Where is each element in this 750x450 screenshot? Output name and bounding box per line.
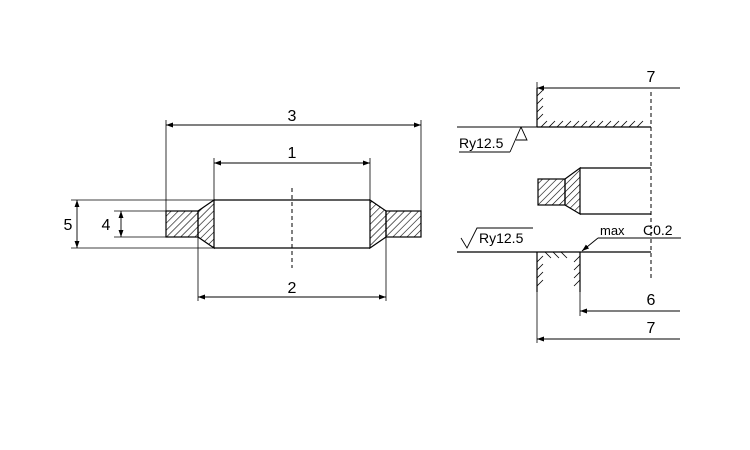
dimension-label-4: 4 [102, 217, 111, 234]
roughness-label-bottom: Ry12.5 [479, 230, 524, 246]
right-chamfer-section [369, 198, 387, 250]
dimension-label-2: 2 [288, 280, 297, 297]
left-chamfer-section [197, 198, 215, 250]
detail-washer-flange [537, 178, 566, 206]
bottom-plate-hatch [536, 251, 581, 287]
chamfer-callout: max C0.2 [581, 222, 681, 252]
dimension-label-7-top: 7 [647, 69, 656, 86]
dimension-label-6: 6 [647, 292, 656, 309]
max-label: max [600, 223, 625, 238]
left-flange-section [165, 210, 199, 238]
dimension-label-3: 3 [288, 108, 297, 125]
roughness-label-top: Ry12.5 [459, 135, 504, 151]
roughness-symbol-top: Ry12.5 [457, 126, 537, 153]
mounting-detail-view: 7 6 7 Ry12.5 Ry12.5 max C0.2 [457, 69, 681, 343]
washer-section-view: 3 1 2 5 4 [64, 108, 422, 301]
chamfer-label: C0.2 [643, 222, 673, 238]
top-plate-hatch [536, 89, 644, 128]
dimension-label-7-bottom: 7 [647, 320, 656, 337]
dimension-label-1: 1 [288, 145, 297, 162]
roughness-symbol-bottom: Ry12.5 [460, 227, 533, 249]
detail-washer-chamfer [564, 166, 581, 216]
right-flange-section [385, 210, 422, 238]
dimension-label-5: 5 [64, 217, 73, 234]
